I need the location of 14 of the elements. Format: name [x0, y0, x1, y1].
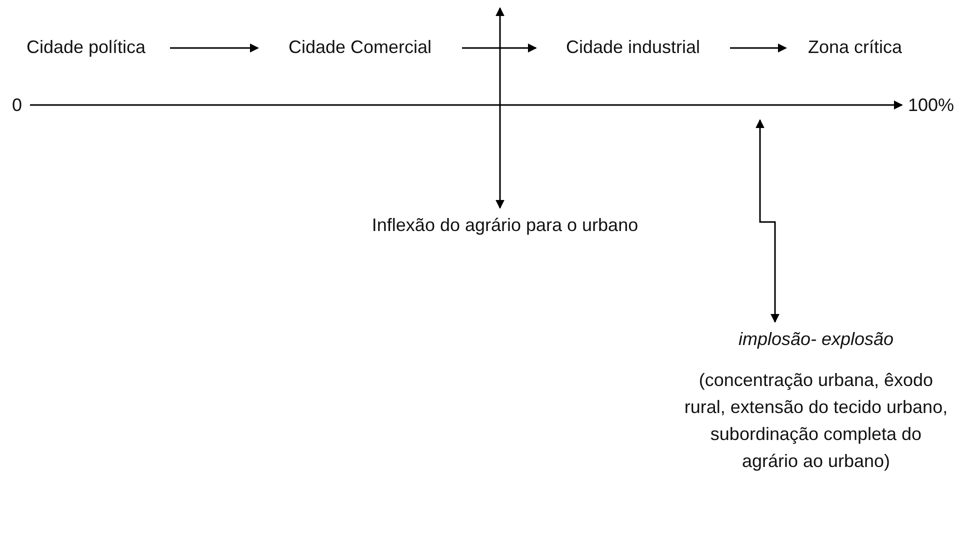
arrow — [496, 7, 504, 209]
stage-label: Cidade política — [26, 36, 146, 59]
axis-label: 100% — [908, 94, 954, 116]
arrow — [756, 119, 780, 323]
stage-label: Inflexão do agrário para o urbano — [372, 214, 638, 237]
stage-label: Cidade industrial — [566, 36, 700, 59]
stage-label: Cidade Comercial — [288, 36, 432, 59]
arrow — [170, 44, 259, 52]
arrow — [730, 44, 787, 52]
arrow — [462, 44, 537, 52]
stage-label: Zona crítica — [808, 36, 902, 59]
axis-label: 0 — [12, 94, 22, 116]
stage-description: (concentração urbana, êxodo rural, extensão do tecido urbano, subordinação completa do agrário ao urbano) — [683, 369, 949, 473]
stage-heading: implosão- explosão — [738, 328, 894, 351]
